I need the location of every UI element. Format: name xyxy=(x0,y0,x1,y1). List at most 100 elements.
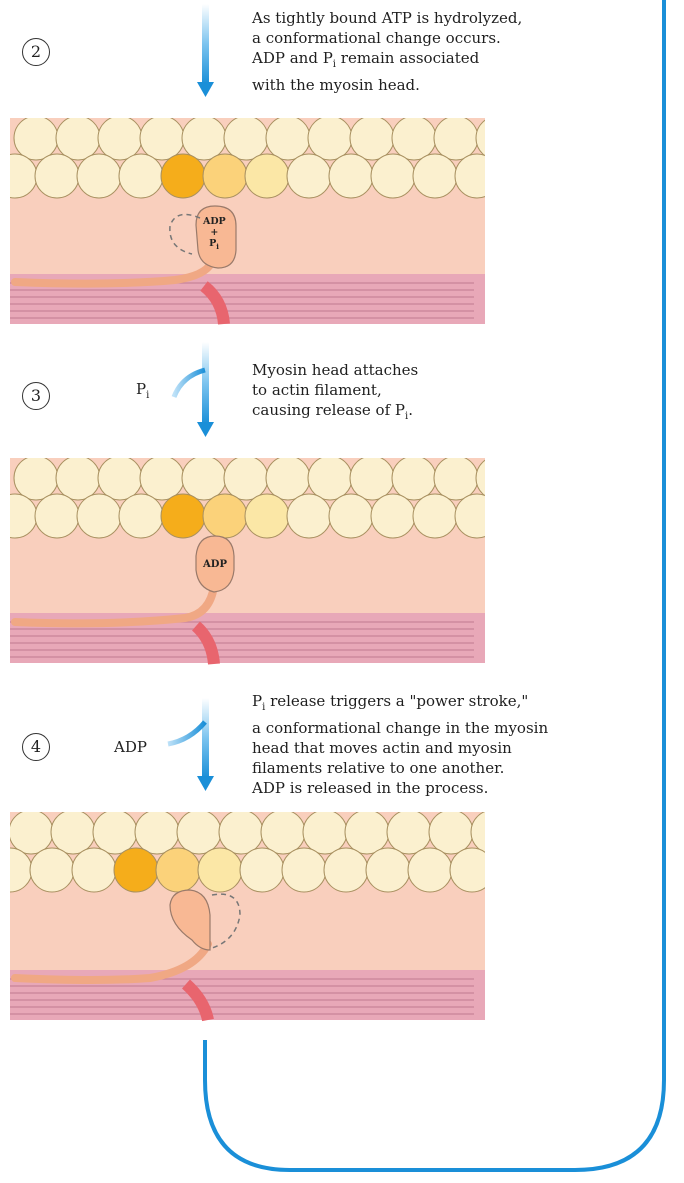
actin-bead xyxy=(50,812,96,855)
myosin-tail xyxy=(191,621,220,665)
released-adp-label: ADP xyxy=(114,738,147,756)
actin-bead xyxy=(34,493,80,539)
actin-bead xyxy=(155,847,201,893)
actin-bead xyxy=(239,847,285,893)
actin-bead xyxy=(365,847,411,893)
step3-description: Myosin head attaches to actin filament, … xyxy=(252,361,419,422)
actin-bead xyxy=(160,493,206,539)
step-number-4: 4 xyxy=(22,733,50,761)
panel3-myosin xyxy=(11,889,241,1022)
actin-bead xyxy=(34,153,80,199)
step3-arrow xyxy=(171,342,214,437)
actin-bead xyxy=(286,493,332,539)
previous-head-position-outline xyxy=(169,213,201,255)
panel-step2 xyxy=(10,116,562,324)
myosin-head xyxy=(195,205,237,269)
actin-bead xyxy=(181,118,227,161)
actin-bead xyxy=(286,153,332,199)
panel1-myosin xyxy=(11,205,237,325)
actin-bead xyxy=(202,493,248,539)
myosin-neck xyxy=(11,940,212,984)
actin-bead xyxy=(433,118,479,161)
actin-bead xyxy=(218,812,264,855)
actin-bead xyxy=(76,493,122,539)
myosin-neck xyxy=(11,258,216,288)
actin-bead xyxy=(302,812,348,855)
myosin-tail xyxy=(200,281,230,325)
actin-bead xyxy=(349,118,395,161)
step4-description: Pi release triggers a "power stroke," a … xyxy=(252,692,549,797)
actin-bead xyxy=(244,493,290,539)
actin-bead xyxy=(281,847,327,893)
actin-bead xyxy=(428,812,474,855)
actin-bead xyxy=(71,847,117,893)
actin-bead xyxy=(160,153,206,199)
actin-bead xyxy=(181,458,227,501)
head-label-adp: ADP xyxy=(202,559,227,570)
actin-bead xyxy=(370,153,416,199)
actin-bead xyxy=(307,458,353,501)
step4-arrow xyxy=(167,698,214,791)
actin-bead xyxy=(454,153,485,199)
actin-bead xyxy=(55,118,101,161)
actin-bead xyxy=(449,847,485,893)
actin-bead xyxy=(497,154,541,198)
actin-bead xyxy=(475,119,485,157)
actin-bead xyxy=(113,847,159,893)
actin-bead xyxy=(412,153,458,199)
actin-bead xyxy=(265,458,311,501)
actin-bead xyxy=(10,823,12,841)
actin-bead xyxy=(55,458,101,501)
actin-bead xyxy=(92,812,138,855)
previous-head-position-outline xyxy=(211,893,241,949)
actin-bead xyxy=(370,493,416,539)
actin-bead xyxy=(407,847,453,893)
actin-bead xyxy=(244,153,290,199)
actin-bead xyxy=(202,153,248,199)
actin-bead xyxy=(223,118,269,161)
actin-bead xyxy=(323,847,369,893)
actin-bead xyxy=(29,847,75,893)
cycle-return-line xyxy=(203,0,666,1172)
actin-bead xyxy=(344,812,390,855)
actin-bead xyxy=(265,118,311,161)
actin-bead xyxy=(176,812,222,855)
actin-bead xyxy=(433,458,479,501)
actin-bead xyxy=(518,456,562,500)
released-pi-label: Pi xyxy=(136,380,150,401)
step-number-3: 3 xyxy=(22,382,50,410)
actin-bead xyxy=(454,493,485,539)
actin-bead xyxy=(97,118,143,161)
actin-bead xyxy=(13,118,59,161)
actin-bead xyxy=(475,459,485,497)
step2-description: As tightly bound ATP is hydrolyzed, a co… xyxy=(252,9,523,94)
actin-bead xyxy=(412,493,458,539)
actin-bead xyxy=(13,458,59,501)
actin-bead xyxy=(349,458,395,501)
panel2-myosin xyxy=(11,535,235,665)
actin-bead xyxy=(118,153,164,199)
step2-arrow xyxy=(197,4,214,97)
actin-bead xyxy=(118,493,164,539)
actin-bead xyxy=(197,847,243,893)
actin-bead xyxy=(10,812,54,855)
actin-bead xyxy=(391,458,437,501)
actin-bead xyxy=(76,153,122,199)
actin-bead xyxy=(134,812,180,855)
actin-bead xyxy=(328,493,374,539)
step-number-2: 2 xyxy=(22,38,50,66)
actin-bead xyxy=(307,118,353,161)
panel-step4 xyxy=(10,812,485,1020)
actin-bead xyxy=(386,812,432,855)
actin-bead xyxy=(518,116,562,160)
actin-bead xyxy=(497,494,541,538)
myosin-head xyxy=(169,889,211,951)
actin-bead xyxy=(328,153,374,199)
head-label-adp-pi: ADP + Pi xyxy=(202,216,229,251)
actin-bead xyxy=(139,118,185,161)
actin-bead xyxy=(260,812,306,855)
actin-bead xyxy=(97,458,143,501)
myosin-neck xyxy=(11,582,218,628)
panel-step3 xyxy=(10,456,562,663)
